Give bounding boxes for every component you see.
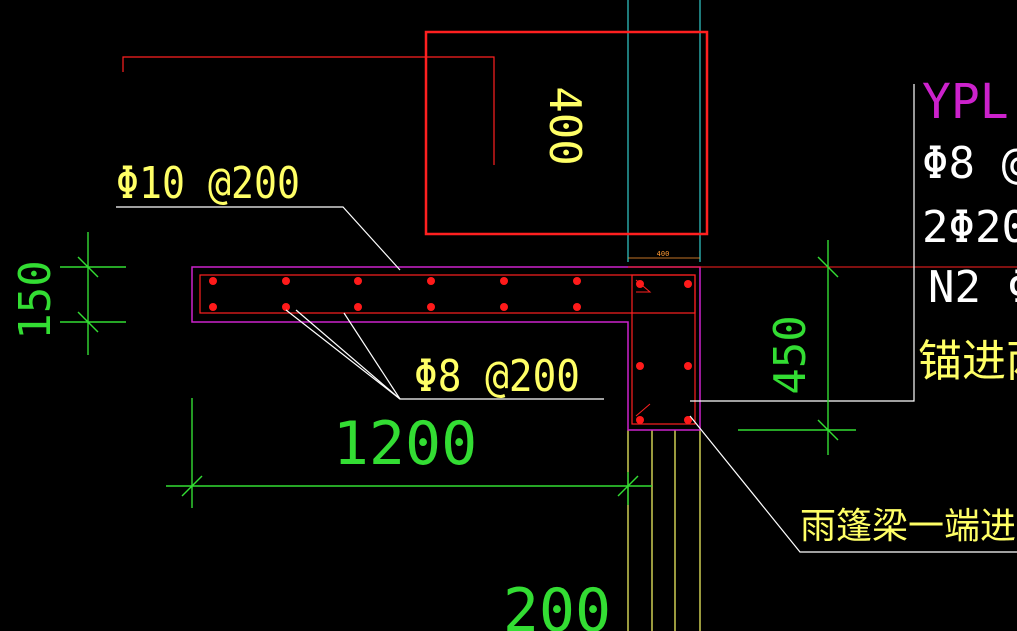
rebar-dot <box>684 280 692 288</box>
slab-bottom-rebar-dots <box>209 303 581 311</box>
dim-column-size-label: 400 <box>539 86 590 165</box>
rebar-dot <box>684 416 692 424</box>
rebar-dot <box>209 303 217 311</box>
rebar-dot <box>636 362 644 370</box>
beam-side-rebar-label: N2 Φ1 <box>928 262 1017 313</box>
dim-slab-thickness-label: 150 <box>10 260 61 339</box>
small-beam-width-label: 400 <box>657 250 670 258</box>
rebar-dot <box>636 280 644 288</box>
dim-tick <box>181 475 203 497</box>
dim-canopy-length-label: 1200 <box>333 409 478 479</box>
anchor-note-label: 锚进两端 <box>918 336 1017 387</box>
dim-tick <box>817 256 839 278</box>
rebar-dot <box>354 303 362 311</box>
slab-bottom-rebar-label: Φ8 @200 <box>414 351 580 402</box>
beam-main-rebar-label: 2Φ20 <box>922 202 1017 253</box>
rebar-dot <box>573 277 581 285</box>
beam-stirrup-label: Φ8 @1 <box>922 138 1017 189</box>
dim-tick <box>617 475 639 497</box>
beam-note-label: 雨篷梁一端进入纟 <box>800 506 1017 547</box>
rebar-dot <box>354 277 362 285</box>
stirrup-hook-2 <box>635 403 651 417</box>
beam-title-leader <box>690 84 915 402</box>
rebar-dot <box>209 277 217 285</box>
column-outline <box>424 30 709 236</box>
rebar-dot <box>282 303 290 311</box>
bottom-rebar-leader-3 <box>343 312 401 400</box>
dim-wall-width-label: 200 <box>503 576 611 631</box>
slab-top-rebar-dots <box>209 277 581 285</box>
rebar-dot <box>500 277 508 285</box>
rebar-dot <box>427 303 435 311</box>
dim-beam-height-label: 450 <box>765 315 816 394</box>
dim-canopy-length <box>166 398 652 508</box>
rebar-dot <box>684 362 692 370</box>
slab-top-rebar-label: Φ10 @200 <box>116 158 300 209</box>
rebar-dot <box>282 277 290 285</box>
rebar-dot <box>500 303 508 311</box>
dim-slab-thickness <box>60 232 126 355</box>
canopy-outline <box>191 266 701 431</box>
top-rebar-leader <box>116 206 401 271</box>
beam-note-leader <box>689 415 1017 553</box>
rebar-dot <box>636 416 644 424</box>
dim-tick <box>77 256 99 278</box>
slab-rebar-outline <box>199 274 696 314</box>
rebar-dot <box>573 303 581 311</box>
bottom-rebar-leader-2 <box>295 309 401 400</box>
beam-title-label: YPL <box>922 74 1009 130</box>
dim-beam-height <box>738 240 856 455</box>
dim-tick <box>817 419 839 441</box>
dim-tick <box>77 311 99 333</box>
beam-stirrup-outline <box>631 274 696 425</box>
column-leader-line <box>122 56 495 165</box>
rebar-dot <box>427 277 435 285</box>
beam-rebar-dots <box>636 280 692 424</box>
